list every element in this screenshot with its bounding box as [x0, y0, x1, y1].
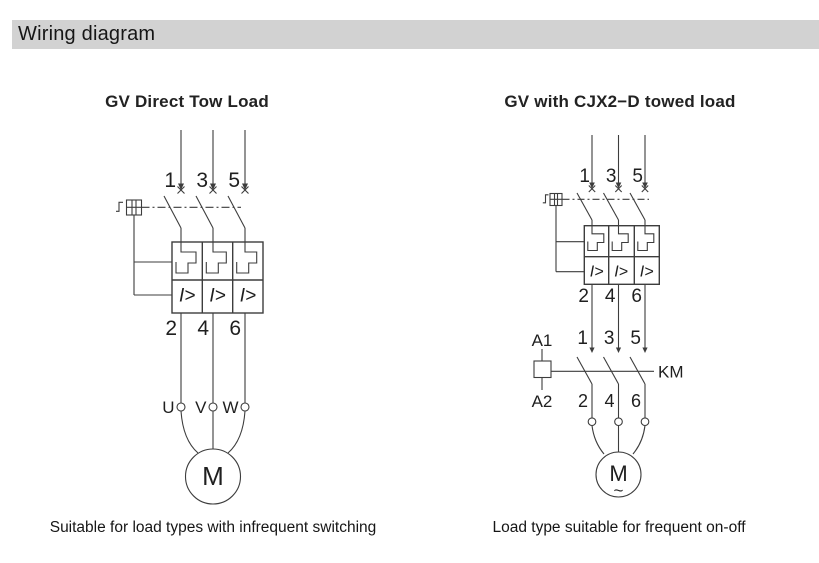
- left-wiring-diagram: M 1 3 5 I> I> I> 2 4 6 U V W: [116, 130, 264, 505]
- left-terminal-arrow-icons: [178, 183, 248, 190]
- right-terminal-x-icons: [588, 185, 649, 193]
- right-trip-button: [542, 192, 649, 273]
- right-contact-arrow-icons: [589, 347, 648, 353]
- right-motor-wave: ~: [614, 481, 624, 500]
- right-km-label: KM: [658, 363, 684, 382]
- left-diagram-caption: Suitable for load types with infrequent …: [49, 519, 377, 536]
- right-contactor-label-3: 3: [604, 328, 615, 349]
- right-contactor-label-2: 2: [578, 391, 588, 411]
- left-overload-label: I>: [240, 286, 256, 307]
- left-pole-contact-icon: [175, 242, 197, 274]
- left-pole-label-1: 1: [164, 169, 176, 192]
- right-actuator-hook-icon: [542, 194, 549, 204]
- right-motor-label: M: [609, 461, 627, 486]
- right-contactor-label-6: 6: [631, 391, 641, 411]
- right-pole-contact-icon: [611, 225, 629, 252]
- right-terminal: [587, 417, 597, 427]
- left-terminal-label-u: U: [162, 398, 174, 417]
- left-breaker-blades: [163, 195, 246, 242]
- left-motor-label: M: [202, 461, 224, 491]
- right-contactor-label-5: 5: [630, 328, 641, 349]
- left-pole-label-4: 4: [197, 317, 209, 340]
- left-diagram-title: GV Direct Tow Load: [105, 92, 269, 111]
- left-breaker-box: [171, 241, 264, 314]
- left-pole-label-3: 3: [196, 169, 208, 192]
- right-motor: M ~: [591, 425, 646, 500]
- left-terminal-w: [240, 402, 250, 412]
- right-diagram-title: GV with CJX2−D towed load: [504, 92, 736, 111]
- left-terminal-x-icons: [177, 186, 249, 194]
- left-pole-label-5: 5: [228, 169, 240, 192]
- left-overload-label: I>: [209, 286, 225, 307]
- right-contactor-label-4: 4: [604, 391, 614, 411]
- right-terminal: [614, 417, 623, 427]
- right-pole-label-6: 6: [631, 286, 642, 307]
- right-terminal-arrow-icons: [589, 182, 648, 189]
- right-coil-box: [533, 360, 552, 379]
- right-link-lines: [591, 284, 646, 350]
- right-pole-label-5: 5: [632, 166, 643, 187]
- section-header: Wiring diagram: [12, 20, 819, 49]
- left-motor-circle: [184, 448, 242, 505]
- left-terminal-label-v: V: [195, 398, 207, 417]
- left-terminal-v: [208, 402, 218, 412]
- left-trip-button: [116, 199, 241, 296]
- right-overload-label: I>: [640, 264, 654, 281]
- right-pole-label-2: 2: [578, 286, 589, 307]
- right-supply-lines: [591, 135, 646, 183]
- right-motor-circle: [595, 451, 642, 498]
- left-overload-label: I>: [179, 286, 195, 307]
- right-terminal: [640, 417, 650, 427]
- right-contactor-label-1: 1: [577, 328, 588, 349]
- left-pole-label-2: 2: [165, 317, 177, 340]
- right-diagram-caption: Load type suitable for frequent on-off: [492, 519, 746, 536]
- right-breaker-blades: [576, 192, 646, 226]
- left-motor: M: [180, 410, 246, 505]
- left-pole-label-6: 6: [229, 317, 241, 340]
- left-supply-lines: [180, 130, 246, 184]
- right-contactor: [533, 349, 654, 418]
- left-terminal-u: [176, 402, 186, 412]
- right-pole-label-1: 1: [579, 166, 590, 187]
- left-actuator-hook-icon: [116, 201, 123, 212]
- right-pole-label-4: 4: [605, 286, 616, 307]
- left-pole-contact-icon: [205, 242, 227, 274]
- right-pole-contact-icon: [587, 225, 605, 252]
- right-overload-label: I>: [590, 264, 604, 281]
- left-pole-contact-icon: [236, 242, 258, 274]
- right-wiring-diagram: M ~ 1 3 5 I> I> I> 2 4 6 1 3 5 2 4 6 A1 …: [532, 135, 684, 500]
- right-pole-label-3: 3: [606, 166, 617, 187]
- section-title: Wiring diagram: [18, 23, 156, 45]
- right-coil-a1-label: A1: [532, 331, 553, 350]
- left-load-lines: [180, 313, 246, 403]
- right-coil-a2-label: A2: [532, 392, 553, 411]
- right-breaker-box: [583, 224, 660, 285]
- right-overload-label: I>: [614, 264, 628, 281]
- right-pole-contact-icon: [637, 225, 655, 252]
- left-terminal-label-w: W: [222, 398, 238, 417]
